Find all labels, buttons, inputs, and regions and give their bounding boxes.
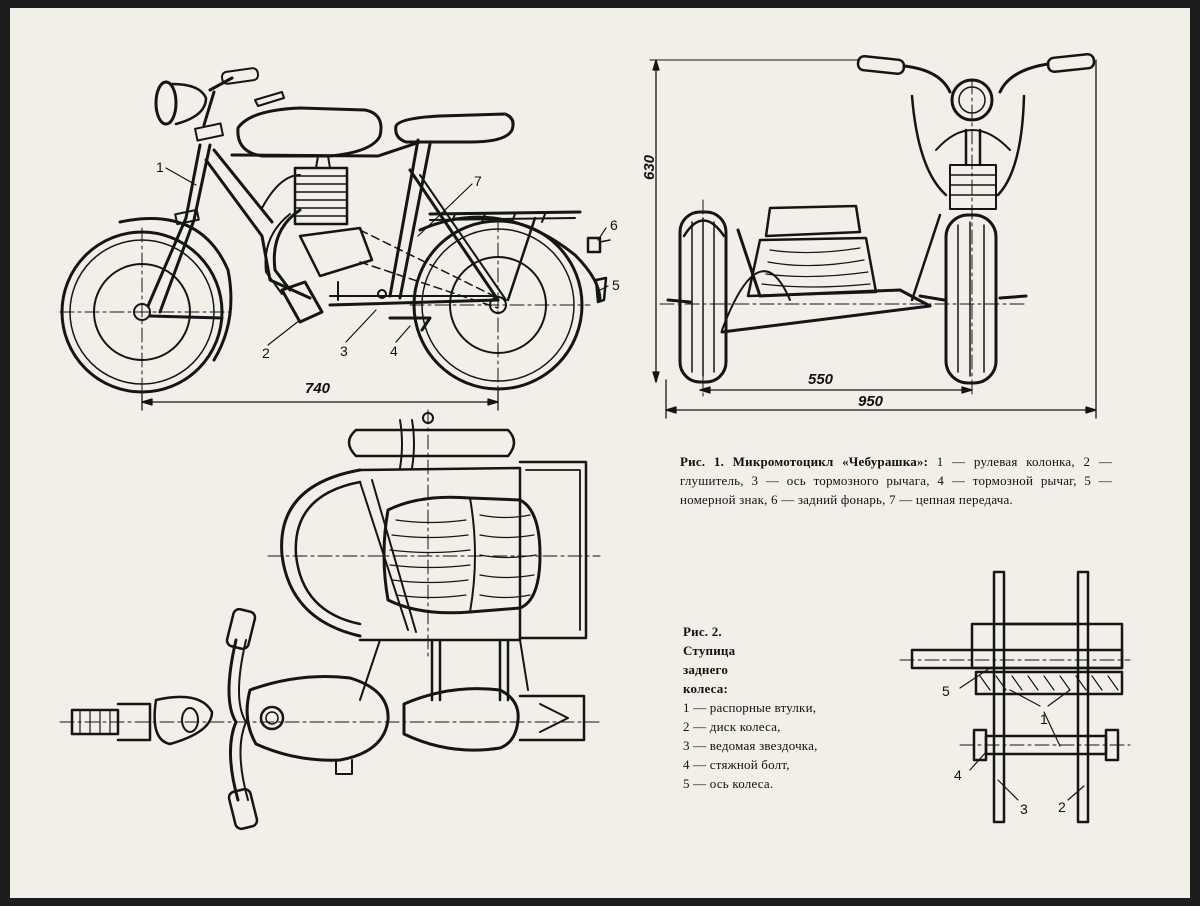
figure-2-caption: Рис. 2. Ступица заднего колеса: 1 — расп… (683, 622, 823, 793)
side-callout-1: 1 (156, 159, 164, 175)
dimension-630: 630 (641, 154, 658, 180)
scan-border-top (0, 0, 1200, 8)
side-view: 1 2 3 4 5 6 7 740 (59, 67, 620, 411)
front-tire (944, 79, 998, 399)
dimension-740: 740 (305, 380, 331, 397)
hub-callout-5: 5 (942, 683, 950, 699)
figure-2-item-4: 4 — стяжной болт, (683, 757, 790, 772)
sidecar-wheel-top (347, 412, 516, 469)
fuel-tank (236, 91, 383, 158)
dimension-950: 950 (858, 393, 884, 410)
rear-wheel (409, 215, 602, 396)
front-view: 630 550 950 (641, 52, 1097, 419)
front-headlight (935, 78, 1011, 151)
seat (394, 112, 515, 144)
steering-column (146, 67, 260, 314)
hub-callout-4: 4 (954, 767, 962, 783)
sidecar-body (659, 204, 1028, 334)
sidecar-seat-top (382, 495, 542, 615)
side-callout-6: 6 (610, 217, 618, 233)
figure-2-item-5: 5 — ось колеса. (683, 776, 774, 791)
hub-callout-1: 1 (1040, 711, 1048, 727)
brake-lever (337, 281, 432, 332)
hub-callouts (959, 667, 1085, 801)
hub-view: 5 1 4 3 2 (899, 570, 1131, 824)
bike-top (59, 607, 601, 831)
tail-light (586, 236, 611, 254)
side-callout-3: 3 (340, 343, 348, 359)
figure-2-item-3: 3 — ведомая звездочка, (683, 738, 818, 753)
front-engine (949, 128, 997, 210)
figure-2-item-1: 1 — распорные втулки, (683, 700, 817, 715)
figure-2-title-line-1: Ступица (683, 643, 736, 658)
frame (204, 138, 582, 307)
top-view (59, 409, 601, 831)
figure-1-title: Микромотоцикл «Чебурашка»: (732, 454, 929, 469)
hub-callout-3: 3 (1020, 801, 1028, 817)
scan-border-right (1190, 0, 1200, 906)
side-callout-7: 7 (474, 173, 482, 189)
front-wheel (59, 217, 233, 399)
side-callouts (165, 167, 609, 346)
muffler (280, 280, 324, 324)
length-dimension (141, 389, 499, 411)
hub-callout-2: 2 (1058, 799, 1066, 815)
dimension-550: 550 (808, 371, 834, 388)
sidecar-frame-top (267, 409, 601, 661)
figure-1-caption: Рис. 1. Микромотоцикл «Чебурашка»: 1 — р… (680, 452, 1112, 509)
figure-2-title-line-3: колеса: (683, 681, 729, 696)
figure-1-heading: Рис. 1. (680, 454, 725, 469)
side-callout-4: 4 (390, 343, 398, 359)
scan-border-bottom (0, 898, 1200, 906)
side-callout-5: 5 (612, 277, 620, 293)
figure-2-title-line-2: заднего (683, 662, 729, 677)
front-handlebar (856, 52, 1096, 197)
scan-border-left (0, 0, 10, 906)
engine (261, 155, 499, 309)
figure-1-body: 1 — рулевая колонка, 2 — глушитель, 3 — … (680, 454, 1112, 507)
front-dimensions (649, 59, 1097, 419)
figure-2-heading: Рис. 2. (683, 624, 722, 639)
side-callout-2: 2 (262, 345, 270, 361)
number-plate (594, 276, 608, 304)
sidecar-wheel (678, 199, 728, 399)
figure-2-item-2: 2 — диск колеса, (683, 719, 781, 734)
headlight (154, 80, 208, 126)
